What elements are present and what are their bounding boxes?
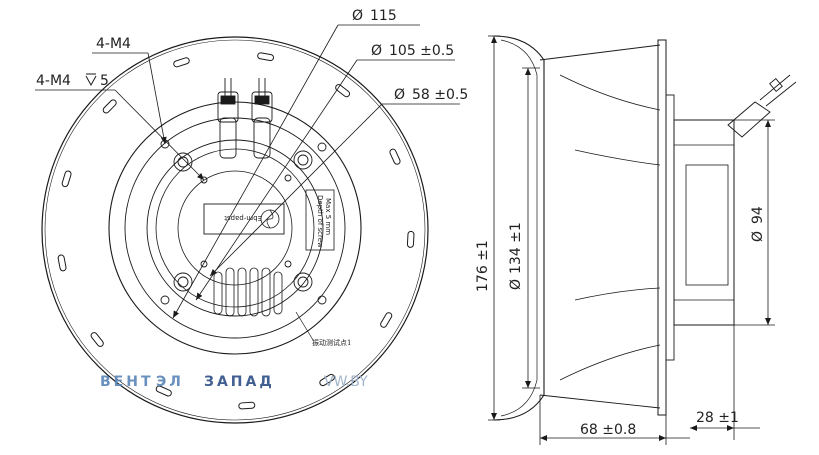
ring-slot [173,57,190,68]
ring-slot [389,148,401,165]
front-view [41,36,429,424]
side-dimension-lines [488,35,775,445]
watermark-brand-part3: ЗАПАД [204,374,275,390]
ring-slot [155,385,172,397]
label-depth-value: 5 [100,73,109,89]
ring-slot [319,373,335,387]
hub-circle [155,148,315,308]
watermark: ВЕНТ ЭЛ ЗАПАД VW.BY [100,374,368,390]
front-dimension-leaders [35,24,460,319]
screw-depth-note-box [305,189,335,251]
watermark-brand-part2: ЭЛ [156,374,184,390]
screw-depth-note-line2: Max 5 mm [324,198,332,235]
hub-logo-text: Ebm-papst [224,214,262,222]
ring-slot [90,332,104,347]
diameter-symbol-105: Ø [371,43,382,59]
cable [727,74,797,138]
outer-ring [41,36,429,424]
ring-slot [61,170,72,188]
label-width-68: 68 ±0.8 [580,422,636,438]
inlet-nozzle [493,35,545,421]
rotor-inner-circle [124,117,346,339]
ring-slot [102,99,117,114]
diameter-symbol-134: Ø [508,279,524,290]
vibration-test-point-label: 振动测试点1 [312,338,351,347]
outer-ring-inner-edge [44,39,426,421]
hub-ring-circle [146,139,324,317]
diameter-symbol-115: Ø [352,8,363,24]
side-view [493,35,797,421]
watermark-site: VW.BY [324,374,368,390]
ring-slot [335,84,351,98]
ring-slot [57,254,67,272]
ring-slot [257,52,275,62]
ring-slot [406,230,415,248]
ring-slot [380,312,393,328]
label-4-m4-depth: 4-M4 [36,73,71,89]
impeller-body [539,44,661,409]
hub-label-plate [203,203,285,235]
motor-housing [673,119,735,326]
label-height-176: 176 ±1 [475,240,491,292]
heat-sink [213,267,283,317]
label-motor-28: 28 ±1 [696,410,739,426]
diameter-symbol-58: Ø [394,87,405,103]
label-d105: 105 ±0.5 [389,43,454,59]
label-4-m4: 4-M4 [96,36,131,52]
hub-inner-circle [177,170,293,286]
label-d94: 94 [750,206,766,224]
label-d134: 134 ±1 [508,222,524,274]
ring-slot [238,401,256,410]
thread-depth-icon [85,73,97,87]
mounting-holes [160,139,327,305]
label-d115: 115 [370,8,397,24]
label-d58: 58 ±0.5 [412,87,468,103]
cable-connectors [217,78,273,159]
back-plate [657,39,667,416]
watermark-brand-part1: ВЕНТ [100,374,154,390]
outer-ring-slots [57,52,415,410]
screw-depth-note-line1: Depth of screw [316,195,324,248]
diameter-symbol-94: Ø [750,231,766,242]
